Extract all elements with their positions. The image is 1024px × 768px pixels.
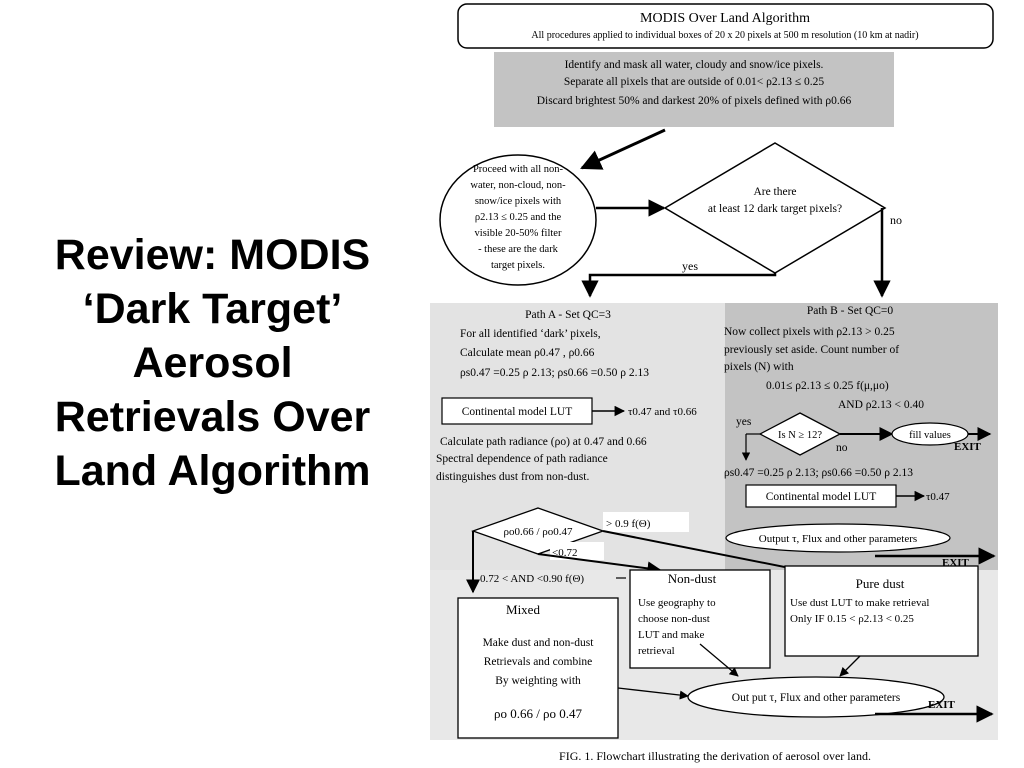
path-a-lut-output: τ0.47 and τ0.66	[628, 406, 697, 418]
arrow-yes-to-path-a	[581, 273, 777, 298]
final-exit: EXIT	[928, 699, 956, 711]
path-b-exit: EXIT	[954, 441, 982, 453]
proceed-line: ρ2.13 ≤ 0.25 and the	[475, 212, 562, 223]
fill-values-label: fill values	[909, 430, 951, 441]
decision-n12-label: Is N ≥ 12?	[778, 430, 822, 441]
path-a-radiance-line: Spectral dependence of path radiance	[436, 453, 608, 465]
pure-dust-title: Pure dust	[856, 576, 905, 591]
title-line: Review: MODIS	[54, 231, 371, 279]
proceed-line: target pixels.	[491, 260, 545, 271]
proceed-circle	[439, 154, 597, 286]
proceed-line: Proceed with all non-	[473, 164, 564, 175]
arrow-ratio-to-non-dust	[537, 553, 662, 576]
ratio-gt-label: > 0.9 f(Θ)	[606, 518, 651, 530]
path-b-line: pixels (N) with	[724, 361, 794, 373]
slide-title: Review: MODIS ‘Dark Target’ Aerosol Retr…	[10, 228, 415, 498]
path-a-radiance-line: distinguishes dust from non-dust.	[436, 471, 589, 483]
mixed-line: Retrievals and combine	[484, 656, 593, 668]
decision-12-line: at least 12 dark target pixels?	[708, 203, 842, 215]
mixed-line: Make dust and non-dust	[483, 637, 595, 649]
final-output-label: Out put τ, Flux and other parameters	[732, 692, 901, 704]
mixed-box	[457, 597, 619, 739]
mask-line: Identify and mask all water, cloudy and …	[565, 59, 824, 71]
decision-12-line: Are there	[753, 186, 796, 198]
figure-caption: FIG. 1. Flowchart illustrating the deriv…	[559, 749, 871, 763]
path-a-title: Path A - Set QC=3	[525, 309, 611, 321]
path-a-radiance-line: Calculate path radiance (ρo) at 0.47 and…	[440, 436, 647, 448]
path-b-line: previously set aside. Count number of	[724, 344, 899, 356]
non-dust-line: LUT and make	[638, 629, 705, 641]
final-output-ellipse	[687, 676, 945, 718]
arrow-puredust-to-output	[839, 655, 861, 677]
label-yes: yes	[682, 259, 698, 273]
proceed-line: visible 20-50% filter	[475, 228, 562, 239]
path-a-line: For all identified ‘dark’ pixels,	[460, 328, 601, 340]
ratio-label: ρo0.66 / ρo0.47	[503, 526, 573, 538]
arrow-mixed-to-output	[617, 687, 689, 700]
pure-dust-line: Use dust LUT to make retrieval	[790, 597, 929, 609]
path-b-lut-label: Continental model LUT	[766, 491, 877, 503]
ratio-mid-label: 0.72 < AND <0.90 f(Θ)	[480, 573, 584, 585]
proceed-line: - these are the dark	[478, 244, 559, 255]
path-a-line: ρs0.47 =0.25 ρ 2.13; ρs0.66 =0.50 ρ 2.13	[460, 367, 649, 379]
header-title: MODIS Over Land Algorithm	[640, 11, 810, 26]
proceed-line: snow/ice pixels with	[475, 196, 562, 207]
non-dust-line: Use geography to	[638, 597, 716, 609]
path-b-line: AND ρ2.13 < 0.40	[838, 399, 924, 411]
title-line: Land Algorithm	[54, 447, 371, 495]
path-a-lut-label: Continental model LUT	[462, 406, 573, 418]
pure-dust-line: Only IF 0.15 < ρ2.13 < 0.25	[790, 613, 914, 625]
mask-line: Discard brightest 50% and darkest 20% of…	[537, 95, 852, 107]
title-line: Aerosol	[132, 339, 293, 387]
path-b-lut-output: τ0.47	[926, 491, 950, 503]
decision-diamond-n12	[758, 412, 842, 456]
mixed-line: By weighting with	[495, 675, 581, 687]
non-dust-line: retrieval	[638, 645, 675, 657]
path-b-title: Path B - Set QC=0	[807, 305, 894, 317]
path-b-no: no	[836, 442, 848, 454]
ratio-lt-box	[550, 542, 604, 560]
mixed-title: Mixed	[506, 602, 540, 617]
non-dust-line: choose non-dust	[638, 613, 710, 625]
mask-line: Separate all pixels that are outside of …	[564, 76, 825, 88]
label-no: no	[890, 213, 902, 227]
mixed-formula: ρo 0.66 / ρo 0.47	[494, 706, 583, 721]
mask-box	[494, 52, 894, 127]
pure-dust-box	[784, 565, 979, 657]
path-b-yes: yes	[736, 416, 752, 428]
title-line: Retrievals Over	[54, 393, 371, 441]
title-line: ‘Dark Target’	[82, 285, 343, 333]
ratio-gt-box	[603, 512, 689, 532]
arrow-mask-to-proceed	[580, 128, 666, 170]
path-b-output-ellipse	[725, 523, 951, 553]
non-dust-box	[629, 569, 771, 669]
path-a-line: Calculate mean ρ0.47 , ρ0.66	[460, 347, 595, 359]
header-box	[457, 3, 994, 49]
path-b-surface-line: ρs0.47 =0.25 ρ 2.13; ρs0.66 =0.50 ρ 2.13	[724, 467, 913, 479]
path-b-line: Now collect pixels with ρ2.13 > 0.25	[724, 326, 895, 338]
proceed-line: water, non-cloud, non-	[470, 180, 566, 191]
arrow-nondust-to-output	[699, 643, 739, 677]
non-dust-title: Non-dust	[668, 571, 717, 586]
header-subtitle: All procedures applied to individual box…	[531, 30, 918, 41]
path-b-output-label: Output τ, Flux and other parameters	[759, 533, 917, 545]
flowchart-figure: MODIS Over Land Algorithm All procedures…	[430, 3, 998, 763]
path-b-line: 0.01≤ ρ2.13 ≤ 0.25 f(μ,μo)	[766, 380, 889, 392]
